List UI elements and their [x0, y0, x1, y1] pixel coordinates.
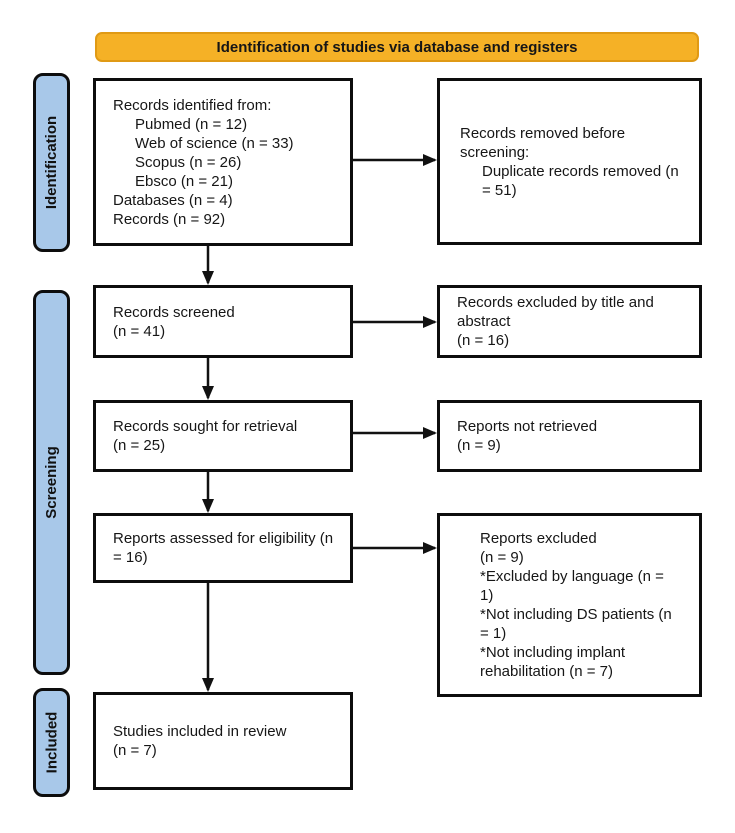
text-line: Records identified from: [113, 96, 272, 114]
text-line: Scopus (n = 26) [135, 153, 242, 171]
text-line: = 16) [113, 549, 148, 566]
text-line: (n = 9) [480, 549, 524, 566]
text-line: Reports assessed for eligibility (n [113, 530, 334, 547]
text-line: = 1) [480, 625, 507, 642]
text-line: *Not including DS patients (n [480, 606, 672, 623]
text-line: abstract [457, 313, 511, 330]
box-reports-assessed: Reports assessed for eligibility (n = 16… [93, 513, 353, 583]
text-line: Records (n = 92) [113, 210, 226, 228]
text-line: (n = 41) [113, 322, 166, 340]
text-line: Pubmed (n = 12) [135, 115, 248, 133]
text-line: Records removed before [460, 124, 626, 142]
stage-screening-label: Screening [43, 446, 60, 519]
box-records-identified: Records identified from: Pubmed (n = 12)… [93, 78, 353, 246]
text-line: (n = 7) [113, 742, 157, 759]
box-records-removed: Records removed before screening: Duplic… [437, 78, 702, 245]
text-line: Studies included in review [113, 723, 287, 740]
text-line: Web of science (n = 33) [135, 134, 294, 152]
text-line: *Not including implant [480, 644, 626, 661]
box-records-screened: Records screened (n = 41) [93, 285, 353, 358]
text-line: rehabilitation (n = 7) [480, 663, 613, 680]
text-line: 1) [480, 587, 494, 604]
box-studies-included: Studies included in review (n = 7) [93, 692, 353, 790]
banner-title: Identification of studies via database a… [95, 32, 699, 62]
text-line: screening: [460, 143, 530, 161]
stage-screening: Screening [33, 290, 70, 675]
box-reports-excluded: Reports excluded (n = 9) *Excluded by la… [437, 513, 702, 697]
box-reports-not-retrieved: Reports not retrieved (n = 9) [437, 400, 702, 472]
text-line: (n = 9) [457, 437, 501, 454]
stage-included-label: Included [43, 711, 61, 774]
text-line: = 51) [482, 181, 517, 199]
text-line: Duplicate records removed (n [482, 162, 679, 180]
text-line: Databases (n = 4) [113, 191, 233, 209]
text-line: Ebsco (n = 21) [135, 172, 233, 190]
text-line: *Excluded by language (n = [480, 568, 664, 585]
text-line: Records screened [113, 303, 235, 321]
text-line: (n = 25) [113, 437, 166, 454]
text-line: (n = 16) [457, 332, 510, 349]
text-line: Records sought for retrieval [113, 418, 298, 435]
text-line: Reports not retrieved [457, 418, 598, 435]
text-line: Reports excluded [480, 530, 597, 547]
text-line: Records excluded by title and [457, 294, 654, 311]
stage-included: Included [33, 688, 70, 797]
stage-identification-label: Identification [43, 115, 60, 210]
box-records-sought: Records sought for retrieval (n = 25) [93, 400, 353, 472]
stage-identification: Identification [33, 73, 70, 252]
box-records-excluded-title-abstract: Records excluded by title and abstract (… [437, 285, 702, 358]
